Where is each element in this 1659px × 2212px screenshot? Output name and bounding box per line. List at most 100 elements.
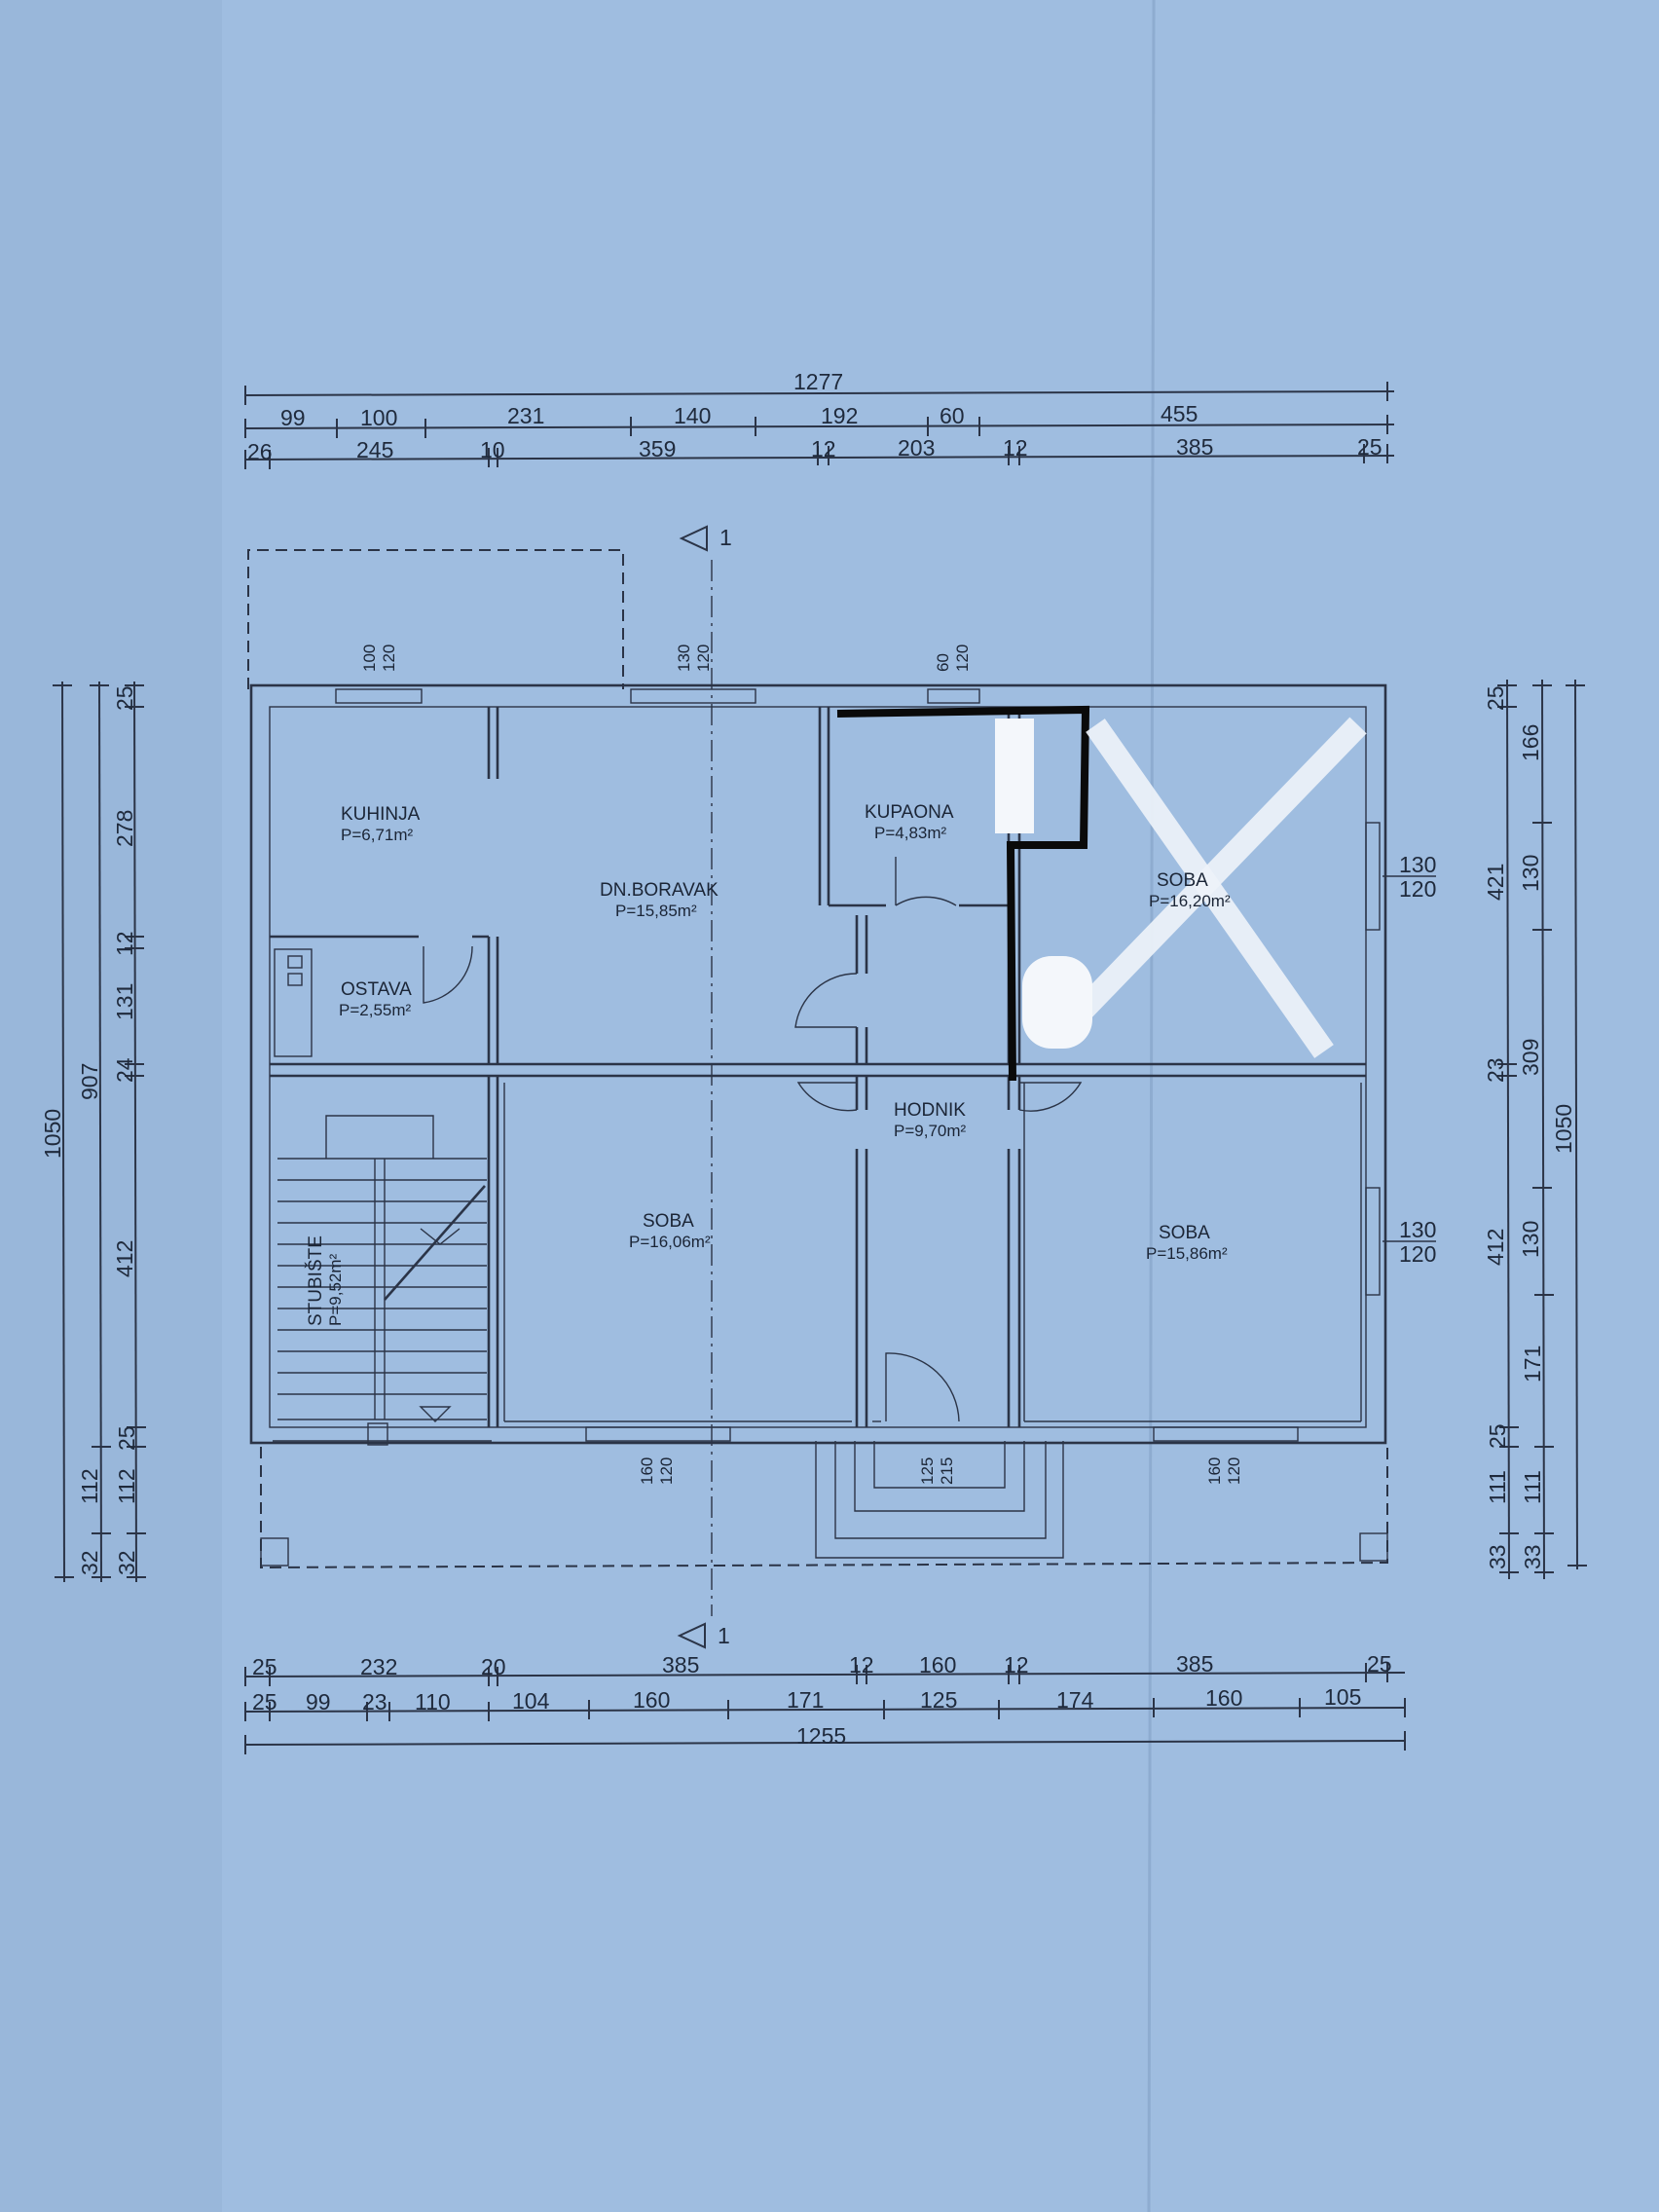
top-row1-dim-3: 231 xyxy=(507,403,544,428)
room-label-soba-se: SOBA P=15,86m² xyxy=(1146,1223,1228,1263)
outer-walls xyxy=(249,683,1387,1445)
svg-text:112: 112 xyxy=(114,1468,139,1504)
window-label-top-3: 60 120 xyxy=(934,645,972,672)
svg-text:278: 278 xyxy=(112,810,137,847)
svg-text:KUHINJA: KUHINJA xyxy=(341,804,421,825)
svg-text:130: 130 xyxy=(1518,855,1543,892)
svg-text:421: 421 xyxy=(1483,864,1508,901)
top-row2-dim-3: 10 xyxy=(480,437,505,462)
bottom-row1-dim-9: 25 xyxy=(1367,1651,1392,1677)
svg-text:23: 23 xyxy=(1483,1057,1508,1083)
svg-text:P=9,52m²: P=9,52m² xyxy=(326,1253,345,1326)
correction-marks xyxy=(995,717,1367,1058)
svg-text:1: 1 xyxy=(719,525,732,550)
bottom-row2-dim-10: 160 xyxy=(1205,1685,1242,1711)
svg-text:DN.BORAVAK: DN.BORAVAK xyxy=(600,880,719,901)
bottom-row2-dim-7: 171 xyxy=(787,1687,824,1713)
paper-left-strip xyxy=(0,0,222,2212)
bottom-dimensions: 25 232 20 385 12 160 12 385 25 25 99 23 … xyxy=(244,1651,1406,1754)
window-label-bottom-1: 160 120 xyxy=(638,1457,676,1485)
svg-text:131: 131 xyxy=(112,983,137,1020)
room-label-kupaona: KUPAONA P=4,83m² xyxy=(865,802,954,842)
top-row2-dim-8: 385 xyxy=(1176,434,1213,460)
top-row1-dim-2: 100 xyxy=(360,405,397,430)
top-overall-dim: 1277 xyxy=(793,369,843,394)
bottom-row2-dim-11: 105 xyxy=(1324,1684,1361,1710)
svg-text:SOBA: SOBA xyxy=(643,1211,694,1232)
room-label-ostava: OSTAVA P=2,55m² xyxy=(339,979,412,1019)
bottom-overall-dim: 1255 xyxy=(796,1723,846,1749)
svg-text:120: 120 xyxy=(1399,1241,1436,1267)
svg-text:P=6,71m²: P=6,71m² xyxy=(341,826,414,844)
top-row1-dim-5: 192 xyxy=(821,403,858,428)
svg-text:HODNIK: HODNIK xyxy=(894,1100,966,1121)
bottom-row1-dim-8: 385 xyxy=(1176,1651,1213,1677)
top-row2-dim-7: 12 xyxy=(1003,435,1028,461)
exterior-outline xyxy=(260,1447,1388,1569)
bottom-row1-dim-1: 25 xyxy=(252,1654,277,1679)
bottom-row1-dim-2: 232 xyxy=(360,1654,397,1679)
top-row1-dim-4: 140 xyxy=(674,403,711,428)
svg-text:32: 32 xyxy=(114,1550,139,1575)
window-label-top-2: 130 120 xyxy=(675,645,713,672)
svg-text:25: 25 xyxy=(1485,1423,1510,1449)
top-row1-dim-1: 99 xyxy=(280,405,306,430)
top-row1-dim-7: 455 xyxy=(1161,401,1198,426)
svg-text:130: 130 xyxy=(675,645,693,672)
bottom-row2-dim-5: 104 xyxy=(512,1688,550,1714)
top-row1-dim-6: 60 xyxy=(940,403,965,428)
ostava-fixtures xyxy=(274,948,313,1057)
room-label-dn-boravak: DN.BORAVAK P=15,85m² xyxy=(600,880,719,920)
room-label-soba-sw: SOBA P=16,06m² xyxy=(629,1211,711,1251)
bottom-row1-dim-3: 20 xyxy=(481,1654,506,1679)
svg-text:120: 120 xyxy=(380,645,398,672)
svg-text:120: 120 xyxy=(694,645,713,672)
doors xyxy=(423,857,1083,1422)
bottom-row2-dim-8: 125 xyxy=(920,1687,957,1713)
top-dimensions: 1277 99 100 231 140 192 60 455 26 245 10… xyxy=(244,369,1395,469)
svg-text:24: 24 xyxy=(112,1057,137,1083)
bottom-row2-dim-9: 174 xyxy=(1056,1687,1094,1713)
top-row2-dim-2: 245 xyxy=(356,437,393,462)
svg-text:1050: 1050 xyxy=(40,1109,65,1159)
svg-text:P=15,85m²: P=15,85m² xyxy=(615,902,697,920)
svg-text:P=15,86m²: P=15,86m² xyxy=(1146,1244,1228,1263)
window-label-bottom-2: 160 120 xyxy=(1205,1457,1243,1485)
room-label-hodnik: HODNIK P=9,70m² xyxy=(894,1100,967,1140)
svg-text:25: 25 xyxy=(112,685,137,711)
svg-text:1: 1 xyxy=(718,1623,730,1648)
bottom-row2-dim-6: 160 xyxy=(633,1687,670,1713)
svg-text:25: 25 xyxy=(1483,685,1508,711)
paper-fold xyxy=(1147,0,1156,2212)
svg-text:215: 215 xyxy=(938,1457,956,1485)
svg-text:1050: 1050 xyxy=(1551,1104,1576,1154)
bottom-row1-dim-5: 12 xyxy=(849,1652,874,1677)
room-label-stubiste: STUBIŠTE P=9,52m² xyxy=(305,1235,345,1326)
window-label-entrance: 125 215 xyxy=(918,1457,956,1485)
svg-text:171: 171 xyxy=(1520,1346,1545,1382)
interior-walls xyxy=(270,707,1366,1427)
bottom-row2-dim-2: 99 xyxy=(306,1689,331,1714)
svg-text:12: 12 xyxy=(112,931,137,956)
svg-text:P=16,06m²: P=16,06m² xyxy=(629,1233,711,1251)
windows xyxy=(335,688,1381,1442)
svg-text:120: 120 xyxy=(1225,1457,1243,1485)
svg-text:130: 130 xyxy=(1399,1217,1436,1242)
top-row2-dim-6: 203 xyxy=(898,435,935,461)
svg-text:OSTAVA: OSTAVA xyxy=(341,979,412,1000)
bottom-row2-dim-1: 25 xyxy=(252,1689,277,1714)
window-label-right-2: 130 120 xyxy=(1382,1217,1436,1267)
svg-text:33: 33 xyxy=(1520,1544,1545,1569)
svg-text:60: 60 xyxy=(934,653,952,672)
svg-text:130: 130 xyxy=(1399,852,1436,877)
svg-text:100: 100 xyxy=(360,645,379,672)
top-row2-dim-4: 359 xyxy=(639,436,676,461)
top-row2-dim-1: 26 xyxy=(247,439,273,464)
bottom-row1-dim-4: 385 xyxy=(662,1652,699,1677)
svg-text:P=9,70m²: P=9,70m² xyxy=(894,1122,967,1140)
svg-text:412: 412 xyxy=(1483,1229,1508,1266)
window-label-right-1: 130 120 xyxy=(1382,852,1436,902)
bottom-row1-dim-7: 12 xyxy=(1004,1652,1029,1677)
terrace-outline xyxy=(247,549,624,689)
